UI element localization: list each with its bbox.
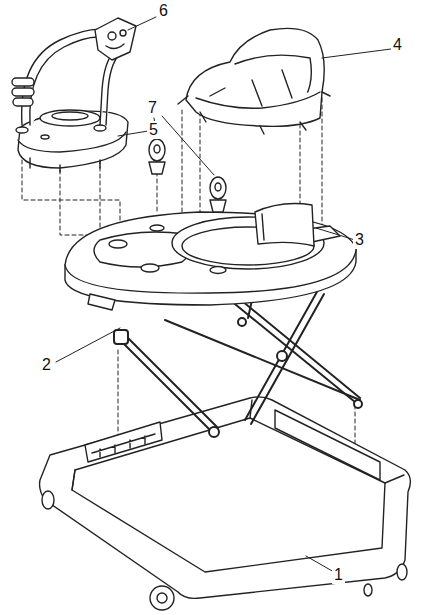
leader-lines xyxy=(56,17,391,572)
base-frame xyxy=(40,397,411,610)
callout-number: 2 xyxy=(40,356,53,374)
seat-panel xyxy=(255,204,314,246)
callout-number: 1 xyxy=(332,566,345,584)
fabric-seat xyxy=(178,28,330,134)
callout-number: 7 xyxy=(146,99,159,117)
toy-arch xyxy=(12,18,136,125)
callout-number: 4 xyxy=(391,36,404,54)
callout-number: 6 xyxy=(157,2,170,20)
callout-number: 5 xyxy=(147,121,160,139)
leg-frame xyxy=(114,290,362,437)
peg xyxy=(149,139,226,212)
callout-number: 3 xyxy=(353,231,366,249)
